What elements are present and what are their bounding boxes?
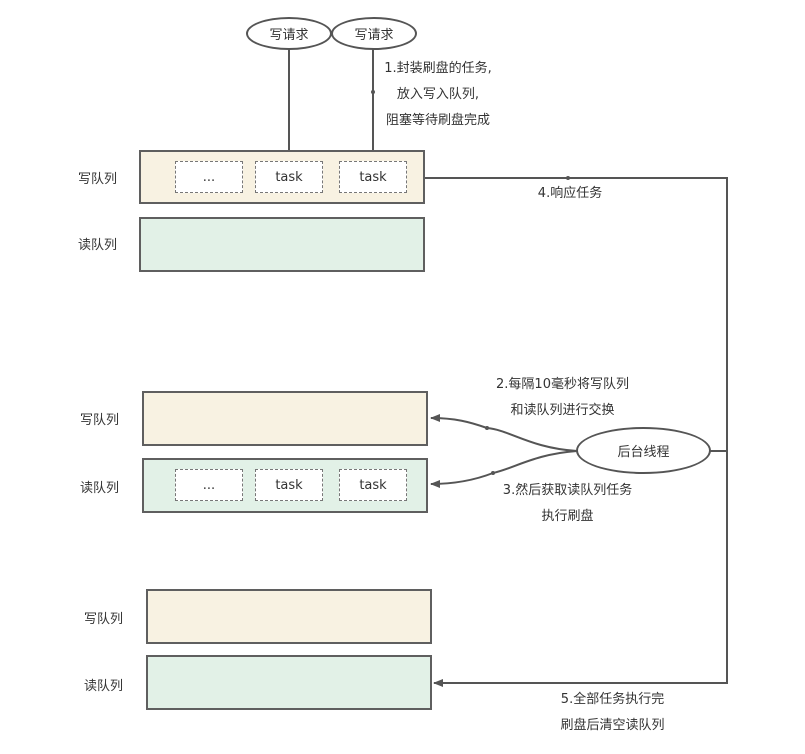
section2-write-queue-label: 写队列: [80, 413, 120, 428]
background-thread-node: 后台线程: [576, 427, 711, 474]
step3-annotation: 3.然后获取读队列任务 执行刷盘: [490, 478, 645, 530]
section2-task-ellipsis: ...: [175, 469, 243, 501]
section1-read-queue: [139, 217, 425, 272]
section3-read-queue: [146, 655, 432, 710]
section2-task-2: task: [339, 469, 407, 501]
step4-line-1: 4.响应任务: [537, 186, 603, 201]
section2-read-queue-label: 读队列: [80, 481, 120, 496]
step2-line-1: 2.每隔10毫秒将写队列: [496, 377, 629, 392]
step2-line-2: 和读队列进行交换: [510, 403, 615, 418]
section1-read-queue-label: 读队列: [78, 238, 118, 253]
step2-annotation: 2.每隔10毫秒将写队列 和读队列进行交换: [485, 372, 640, 424]
step3-line-1: 3.然后获取读队列任务: [502, 483, 633, 498]
section2-write-queue: [142, 391, 428, 446]
step4-annotation: 4.响应任务: [530, 181, 610, 207]
section3-write-queue: [146, 589, 432, 644]
write-request-node-2: 写请求: [331, 17, 417, 50]
section1-write-queue-label: 写队列: [78, 172, 118, 187]
write-request-node-1: 写请求: [246, 17, 332, 50]
section1-task-ellipsis: ...: [175, 161, 243, 193]
step5-line-1: 5.全部任务执行完: [560, 692, 665, 707]
clear-connector: [433, 451, 728, 687]
step1-line-2: 放入写入队列,: [396, 87, 480, 102]
section3-write-queue-label: 写队列: [84, 612, 124, 627]
step5-line-2: 刷盘后清空读队列: [560, 718, 665, 733]
section1-task-2: task: [339, 161, 407, 193]
step1-line-3: 阻塞等待刷盘完成: [385, 113, 490, 128]
step1-line-1: 1.封装刷盘的任务,: [384, 61, 492, 76]
section3-read-queue-label: 读队列: [84, 679, 124, 694]
step3-line-2: 执行刷盘: [541, 509, 594, 524]
step1-annotation: 1.封装刷盘的任务, 放入写入队列, 阻塞等待刷盘完成: [372, 56, 504, 134]
section1-task-1: task: [255, 161, 323, 193]
section2-task-1: task: [255, 469, 323, 501]
step5-annotation: 5.全部任务执行完 刷盘后清空读队列: [545, 687, 680, 739]
